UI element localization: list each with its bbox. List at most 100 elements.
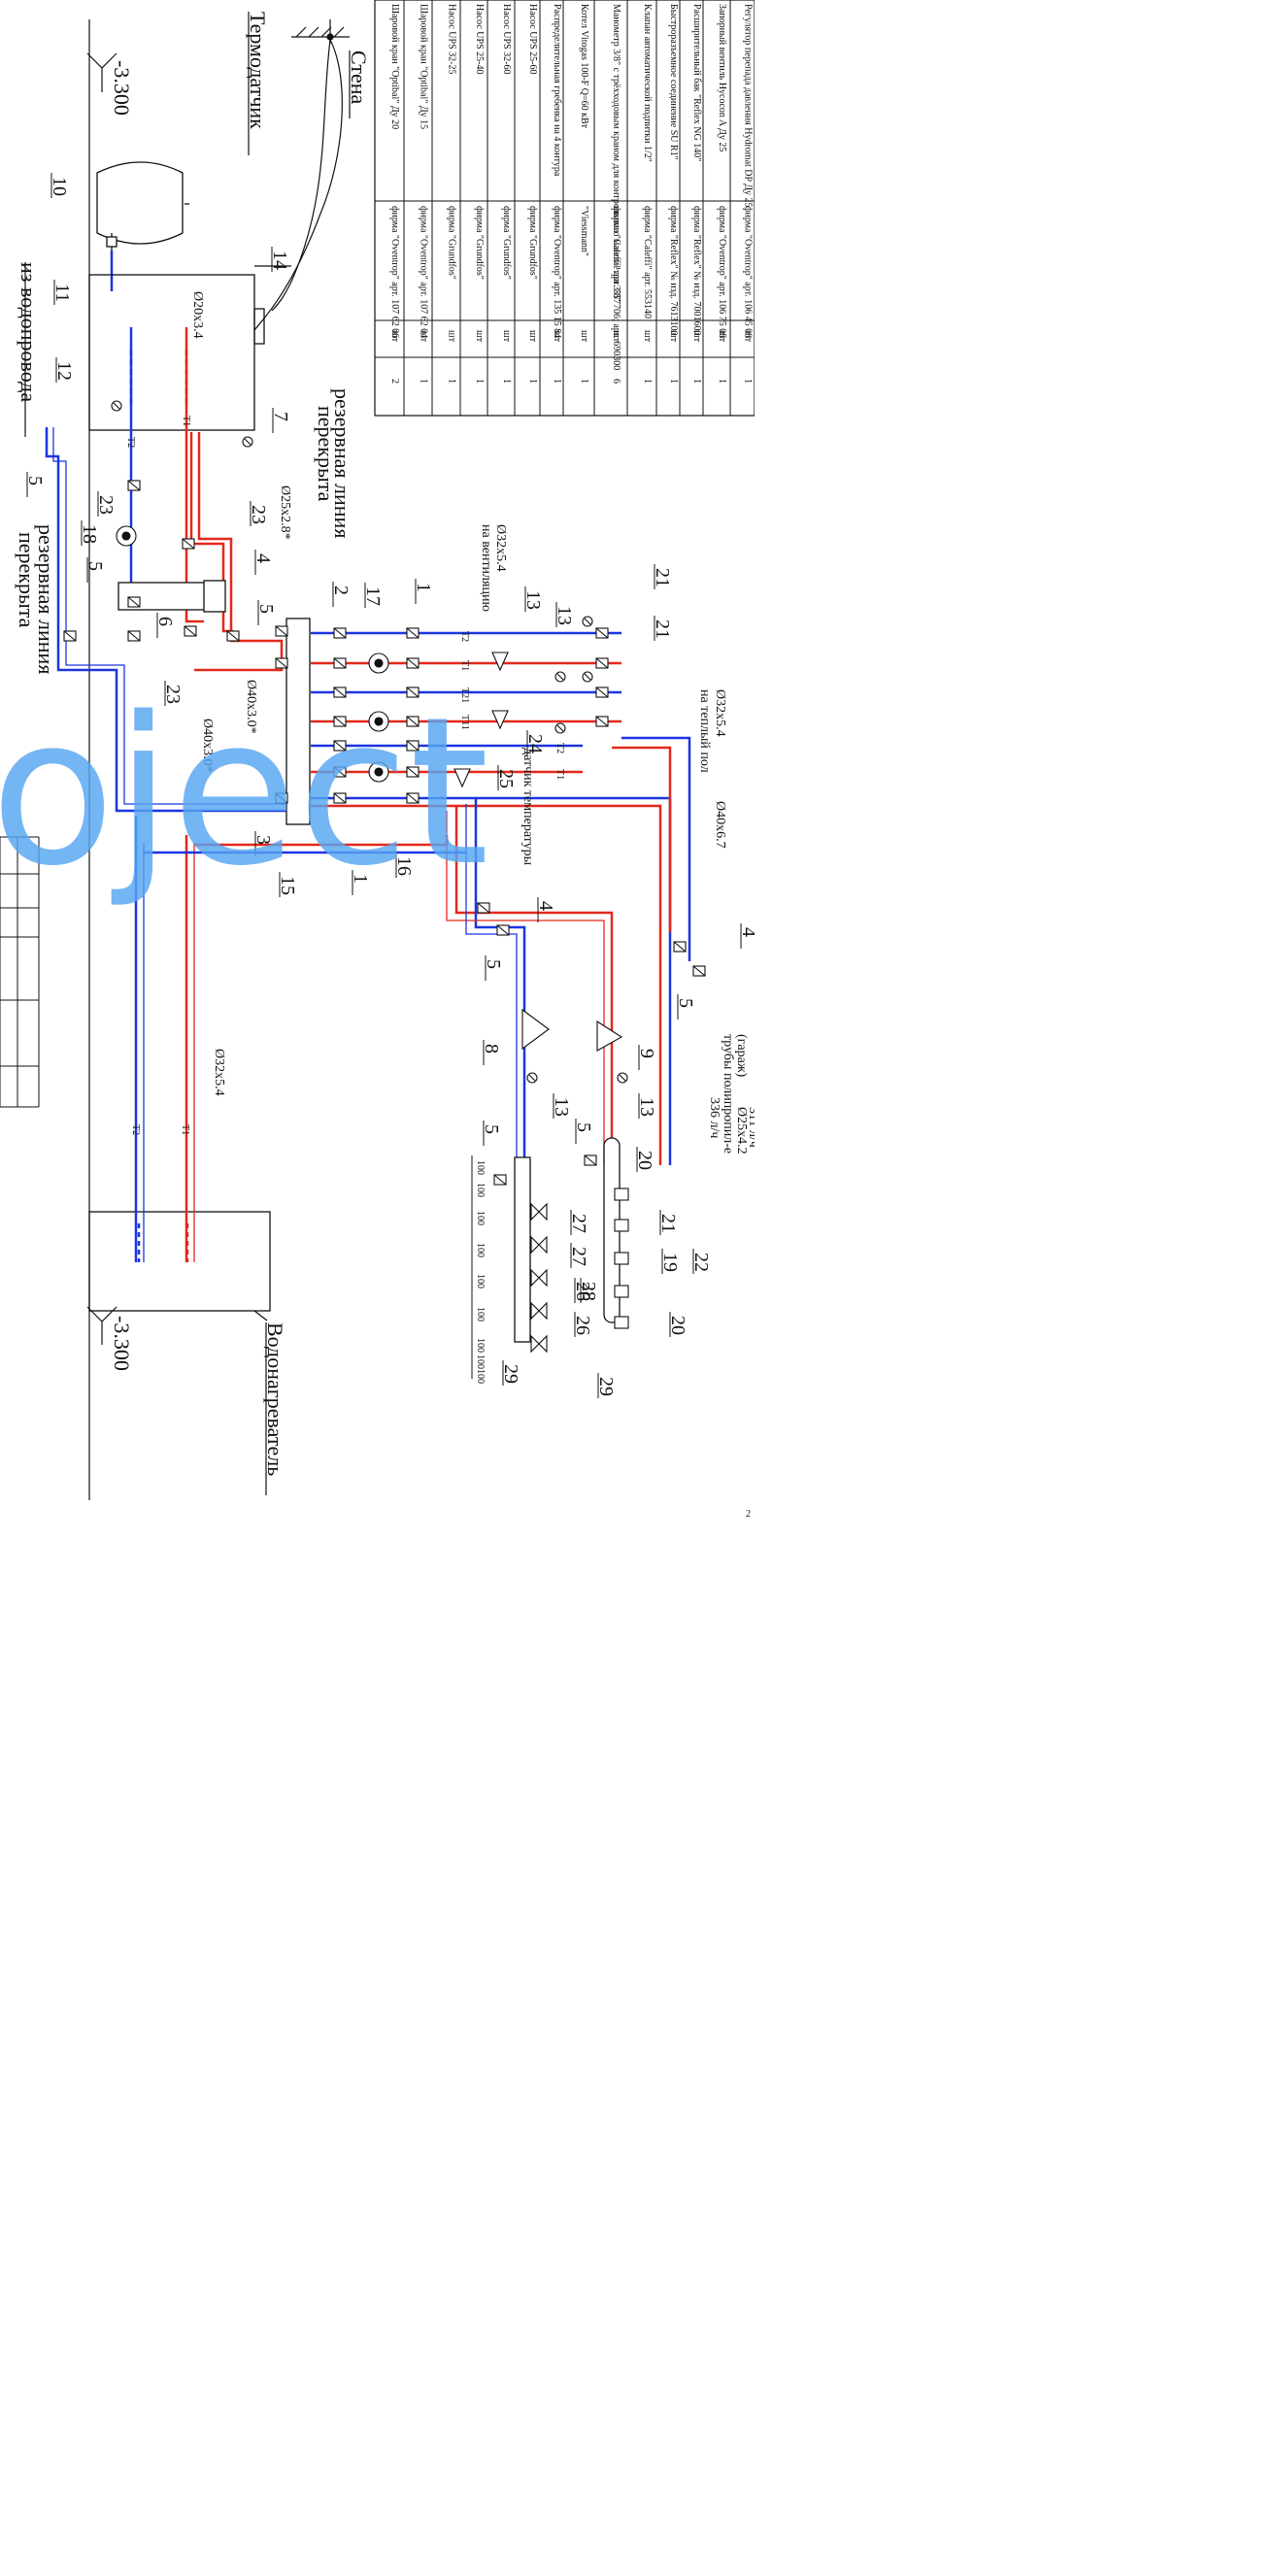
spec-row-name: Распределительная гребенка на 4 контура bbox=[552, 4, 562, 177]
filter-symbol bbox=[491, 652, 509, 672]
callout-18: 18 bbox=[79, 524, 100, 544]
spec-row-name: Клапан автоматической подпитки 1/2" bbox=[642, 4, 653, 162]
spacing-label: 100 bbox=[475, 1307, 486, 1321]
callout-19: 19 bbox=[659, 1253, 681, 1272]
callout-5: 5 bbox=[483, 959, 504, 969]
spec-row-name: Шаровой кран "Optibal" Ду 15 bbox=[419, 4, 429, 129]
spec-row-article: фирма "Caleffi" арт. 553140 bbox=[642, 206, 653, 318]
spec-row-unit: шт bbox=[527, 330, 538, 343]
garage-valve bbox=[530, 1268, 548, 1288]
spec-row-qty: 1 bbox=[743, 379, 754, 384]
watermark: oject bbox=[0, 673, 489, 911]
callout-5: 5 bbox=[84, 561, 106, 571]
spec-row-name: Котел Vitogas 100-F Q=60 кВт bbox=[579, 4, 589, 129]
callout-1: 1 bbox=[413, 583, 434, 592]
callout-20: 20 bbox=[667, 1316, 688, 1335]
garage-manifolds bbox=[514, 1137, 621, 1343]
spec-row-unit: шт bbox=[743, 330, 754, 343]
callout-4: 4 bbox=[535, 901, 556, 911]
balancing-valve bbox=[614, 1285, 629, 1298]
balancing-valve bbox=[614, 1252, 629, 1265]
spec-row-unit: шт bbox=[717, 330, 727, 343]
callout-27: 27 bbox=[568, 1247, 589, 1266]
from-water-label: из водопровода bbox=[17, 262, 41, 402]
t11-label: T11 bbox=[459, 715, 470, 730]
callout-29: 29 bbox=[500, 1364, 521, 1384]
drawing-stage: Регулятор перепада давления Hydromat DP … bbox=[0, 0, 755, 1522]
spec-row-name: Насос UPS 32-60 bbox=[501, 4, 512, 74]
t1-label-c: T1 bbox=[459, 660, 470, 671]
spec-row-unit: шт bbox=[447, 330, 457, 343]
reserve-line-a: резервная линия bbox=[330, 388, 354, 538]
balancing-valve bbox=[614, 1316, 629, 1329]
callout-9: 9 bbox=[636, 1049, 657, 1058]
spec-row-article: фирма "Reflex" № изд. 7613100 bbox=[668, 206, 679, 335]
filter-symbol bbox=[491, 710, 509, 730]
garage-pipe2: Ø25x4.2 bbox=[734, 1107, 749, 1154]
callout-23: 23 bbox=[248, 505, 269, 524]
spec-row-article: фирма "Caleffi" арт. 557706; арт. 690300 bbox=[611, 206, 621, 370]
garage-valve bbox=[530, 1301, 548, 1321]
spec-row-name: Насос UPS 25-40 bbox=[474, 4, 485, 74]
hydraulic-separator bbox=[118, 580, 226, 613]
spec-row-qty: 1 bbox=[419, 379, 429, 384]
callout-5: 5 bbox=[24, 476, 46, 485]
callout-14: 14 bbox=[269, 251, 290, 270]
spec-row-unit: шт bbox=[419, 330, 429, 343]
spec-row-unit: шт bbox=[668, 330, 679, 343]
callout-23: 23 bbox=[162, 685, 184, 704]
t2-label-a: T2 bbox=[125, 437, 136, 448]
spec-row-unit: шт bbox=[611, 330, 621, 343]
spec-row-article: фирма "Grundfos" bbox=[527, 206, 538, 280]
spec-row-qty: 1 bbox=[668, 379, 679, 384]
temp-sensor-label: датчик температуры bbox=[520, 748, 535, 866]
callout-23: 23 bbox=[95, 495, 117, 515]
callout-11: 11 bbox=[51, 284, 73, 302]
garage-pipe1-label: Ø40x6.7 bbox=[713, 801, 727, 849]
callout-15: 15 bbox=[277, 876, 298, 895]
reserve-line2-a: резервная линия bbox=[34, 524, 58, 674]
spec-row-qty: 2 bbox=[389, 379, 400, 384]
t1-label-b: T1 bbox=[180, 1124, 190, 1135]
callout-13: 13 bbox=[551, 1097, 572, 1117]
pipe-32-label: Ø32x5.4 bbox=[212, 1049, 226, 1096]
garage-title-a: (гараж) bbox=[734, 1034, 749, 1078]
spec-row-unit: шт bbox=[389, 330, 400, 343]
spec-row-name: Регулятор перепада давления Hydromat DP … bbox=[743, 4, 754, 208]
garage-flow2: 311 л/ч bbox=[746, 1107, 755, 1148]
t2-label-d: T2 bbox=[554, 743, 565, 753]
callouts: 1123444555555567891011121313131314151617… bbox=[24, 173, 755, 1398]
callout-25: 25 bbox=[495, 769, 517, 788]
specification-table: Регулятор перепада давления Hydromat DP … bbox=[374, 0, 755, 417]
callout-16: 16 bbox=[393, 856, 415, 876]
callout-20: 20 bbox=[634, 1151, 655, 1170]
spec-row-article: фирма "Oventrop" арт. 107 62 06 bbox=[389, 206, 400, 338]
spec-row-unit: шт bbox=[474, 330, 485, 343]
callout-8: 8 bbox=[481, 1044, 502, 1054]
callout-22: 22 bbox=[690, 1253, 712, 1272]
thermo-sensor-label: Термодатчик bbox=[246, 12, 270, 129]
callout-21: 21 bbox=[652, 568, 673, 587]
spacing-label: 100 bbox=[475, 1338, 486, 1353]
spec-row-name: Запорный вентиль Hycocon A Ду 25 bbox=[717, 4, 727, 151]
spacing-label: 100 bbox=[475, 1183, 486, 1197]
spec-row-qty: 1 bbox=[501, 379, 512, 384]
callout-3: 3 bbox=[252, 835, 274, 845]
garage-valve bbox=[530, 1235, 548, 1255]
spacing-label: 100 bbox=[475, 1369, 486, 1384]
callout-28: 28 bbox=[578, 1282, 599, 1301]
spacing-label: 100 bbox=[475, 1160, 486, 1175]
spec-row-article: фирма "Oventrop" арт. 106 45 08 bbox=[743, 206, 754, 338]
garage-title-b: трубы полипропил-е bbox=[721, 1034, 735, 1154]
callout-27: 27 bbox=[568, 1214, 589, 1233]
spec-row-qty: 1 bbox=[447, 379, 457, 384]
spec-row-article: фирма "Oventrop" арт. 106 75 08 bbox=[717, 206, 727, 338]
callout-13: 13 bbox=[554, 606, 575, 625]
callout-21: 21 bbox=[652, 619, 673, 639]
spec-row-article: фирма "Grundfos" bbox=[474, 206, 485, 280]
sheet-number: 2 bbox=[746, 1509, 751, 1520]
callout-5: 5 bbox=[675, 998, 696, 1008]
spec-row-unit: шт bbox=[642, 330, 653, 343]
spec-row-article: фирма "Oventrop" арт. 107 62 04 bbox=[419, 206, 429, 338]
